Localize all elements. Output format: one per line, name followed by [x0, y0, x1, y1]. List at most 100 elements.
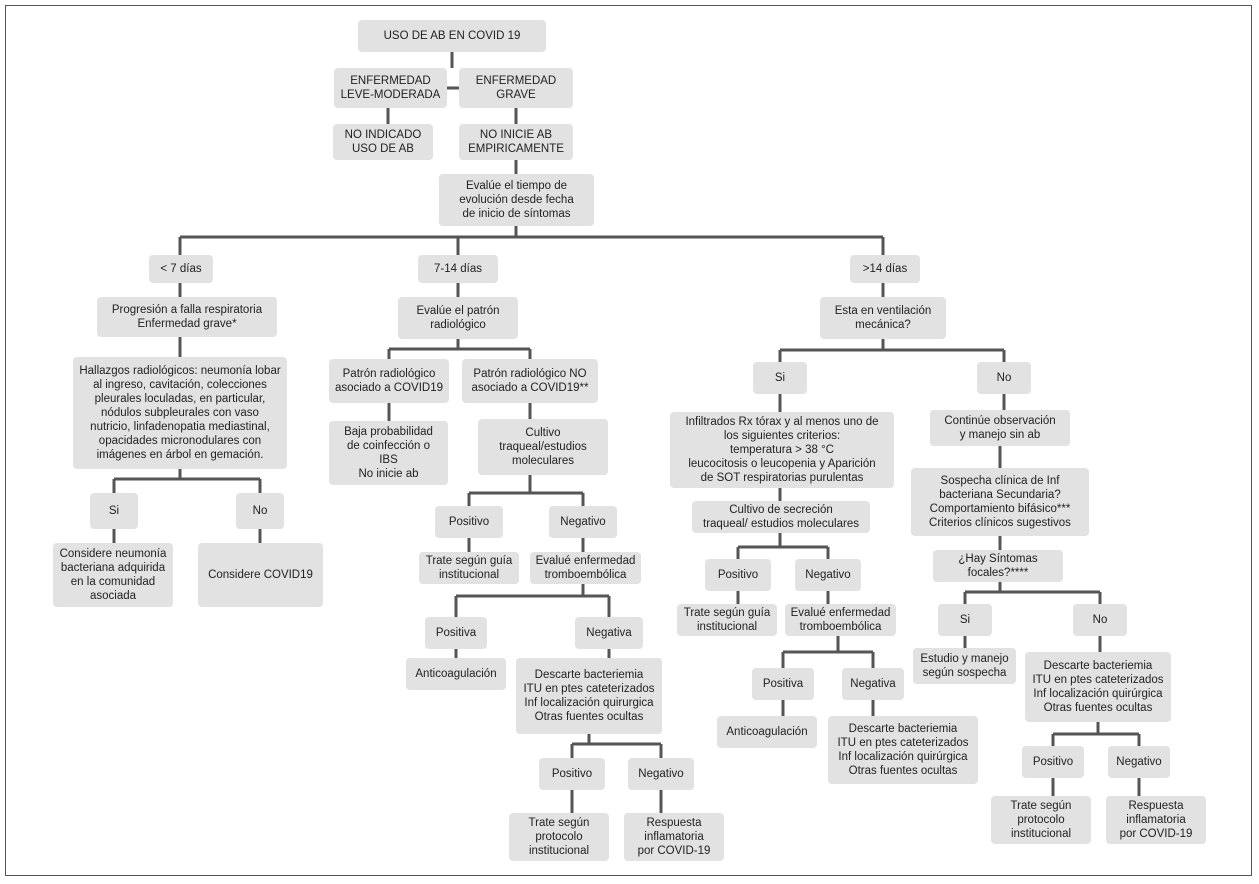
node-label: Trate según guía institucional [683, 607, 771, 633]
node-infil: Infiltrados Rx tórax y al menos uno de l… [670, 412, 894, 488]
node-label: Progresión a falla respiratoria Enfermed… [111, 304, 263, 330]
node-label: Evalúe el tiempo de evolución desde fech… [459, 180, 574, 220]
node-label: Baja probabilidad de coinfección o IBS N… [344, 426, 433, 480]
node-label: Esta en ventilación mecánica? [834, 305, 932, 331]
node-label: Negativa [586, 627, 632, 639]
node-label: Si [774, 372, 786, 384]
node-asoc: Patrón radiológico asociado a COVID19 [329, 359, 449, 403]
node-label: Respuesta inflamatoria por COVID-19 [637, 817, 711, 857]
node-covid: Considere COVID19 [198, 543, 323, 607]
node-pos1: Positivo [435, 506, 503, 538]
node-label: Positiva [762, 678, 804, 690]
node-label: Sospecha clínica de Inf bacteriana Secun… [929, 475, 1071, 529]
node-label: USO DE AB EN COVID 19 [383, 30, 521, 42]
node-label: Descarte bacteriemia ITU en ptes cateter… [523, 669, 655, 723]
node-label: Negativa [850, 678, 896, 690]
node-anti2: Anticoagulación [717, 716, 817, 748]
node-label: No [1092, 614, 1108, 626]
node-cultivo2: Cultivo de secreción traqueal/ estudios … [692, 501, 870, 533]
node-focales: ¿Hay Síntomas focales?**** [933, 550, 1063, 582]
node-label: Infiltrados Rx tórax y al menos uno de l… [685, 416, 879, 484]
node-label: Continúe observación y manejo sin ab [944, 415, 1056, 441]
node-pos2: Positivo [539, 758, 605, 790]
node-label: Descarte bacteriemia ITU en ptes cateter… [1032, 660, 1164, 714]
node-label: ENFERMEDAD LEVE-MODERADA [340, 75, 441, 101]
node-root: USO DE AB EN COVID 19 [358, 20, 546, 52]
node-anti1: Anticoagulación [406, 658, 506, 690]
node-noind: NO INDICADO USO DE AB [333, 124, 433, 160]
node-label: < 7 días [160, 263, 202, 275]
node-label: 7-14 días [434, 263, 482, 275]
node-nega1: Negativa [575, 617, 643, 649]
node-label: Negativo [805, 569, 851, 581]
node-neg1: Negativo [549, 506, 617, 538]
node-label: Trate según guía institucional [425, 555, 513, 581]
node-label: Patrón radiológico asociado a COVID19 [334, 368, 444, 394]
node-label: >14 días [862, 263, 908, 275]
node-prog: Progresión a falla respiratoria Enfermed… [97, 297, 277, 337]
node-label: Evalué enfermedad tromboembólica [790, 607, 891, 633]
node-cultivo1: Cultivo traqueal/estudios moleculares [478, 419, 608, 475]
node-label: Positivo [1032, 756, 1074, 768]
node-label: ¿Hay Síntomas focales?**** [958, 553, 1038, 579]
node-pos4: Positivo [1022, 746, 1084, 778]
node-trate1: Trate según guía institucional [419, 552, 519, 584]
node-label: ENFERMEDAD GRAVE [475, 75, 557, 101]
node-label: No [996, 372, 1012, 384]
node-label: Descarte bacteriemia ITU en ptes cateter… [837, 723, 969, 777]
node-label: Anticoagulación [415, 668, 497, 680]
node-grave: ENFERMEDAD GRAVE [459, 68, 573, 108]
node-no2: No [977, 362, 1031, 394]
node-tromb1: Evalué enfermedad tromboembólica [530, 552, 641, 584]
node-label: No [252, 505, 268, 517]
node-si1: Si [90, 493, 138, 529]
node-label: NO INICIE AB EMPIRICAMENTE [468, 129, 564, 155]
node-label: Trate según protocolo institucional [1010, 800, 1072, 840]
node-label: Negativo [560, 516, 606, 528]
node-label: Hallazgos radiológicos: neumonía lobar a… [79, 365, 281, 461]
node-desc3: Descarte bacteriemia ITU en ptes cateter… [1025, 652, 1171, 722]
node-hall: Hallazgos radiológicos: neumonía lobar a… [73, 357, 287, 469]
node-d714: 7-14 días [418, 255, 498, 283]
node-resp1: Respuesta inflamatoria por COVID-19 [624, 813, 724, 861]
node-noasoc: Patrón radiológico NO asociado a COVID19… [462, 359, 598, 403]
node-label: Positivo [448, 516, 490, 528]
node-label: Evalué enfermedad tromboembólica [535, 555, 636, 581]
node-nega2: Negativa [842, 668, 904, 700]
node-label: Positivo [551, 768, 593, 780]
node-si3: Si [938, 604, 992, 636]
node-label: Anticoagulación [726, 726, 808, 738]
node-label: Considere COVID19 [208, 569, 313, 581]
node-posa1: Positiva [425, 617, 487, 649]
figure-border [5, 5, 1252, 876]
node-label: Respuesta inflamatoria por COVID-19 [1119, 800, 1193, 840]
node-noinicie: NO INICIE AB EMPIRICAMENTE [459, 124, 573, 160]
node-no1: No [236, 493, 284, 529]
node-trate2: Trate según protocolo institucional [509, 813, 609, 861]
node-neg2: Negativo [628, 758, 694, 790]
node-label: Patrón radiológico NO asociado a COVID19… [471, 368, 589, 394]
node-posa2: Positiva [752, 668, 814, 700]
node-label: Negativo [638, 768, 684, 780]
node-neg4: Negativo [1108, 746, 1170, 778]
node-tromb2: Evalué enfermedad tromboembólica [785, 604, 896, 636]
node-no3: No [1073, 604, 1127, 636]
node-trate3: Trate según guía institucional [677, 604, 777, 636]
node-estudio: Estudio y manejo según sospecha [913, 648, 1016, 684]
node-contin: Continúe observación y manejo sin ab [930, 410, 1070, 446]
node-label: Positivo [717, 569, 759, 581]
node-sosp: Sospecha clínica de Inf bacteriana Secun… [911, 468, 1089, 536]
node-label: Cultivo de secreción traqueal/ estudios … [703, 504, 859, 530]
node-resp2: Respuesta inflamatoria por COVID-19 [1106, 796, 1206, 844]
node-desc2: Descarte bacteriemia ITU en ptes cateter… [828, 716, 978, 784]
node-label: Considere neumonía bacteriana adquirida … [59, 548, 167, 602]
node-label: Si [108, 505, 120, 517]
node-leve: ENFERMEDAD LEVE-MODERADA [334, 68, 447, 108]
node-vent: Esta en ventilación mecánica? [820, 297, 946, 339]
node-desc1: Descarte bacteriemia ITU en ptes cateter… [516, 658, 662, 734]
node-lt7: < 7 días [149, 255, 213, 283]
node-evalue: Evalúe el tiempo de evolución desde fech… [439, 174, 594, 226]
node-label: Estudio y manejo según sospecha [920, 653, 1009, 679]
